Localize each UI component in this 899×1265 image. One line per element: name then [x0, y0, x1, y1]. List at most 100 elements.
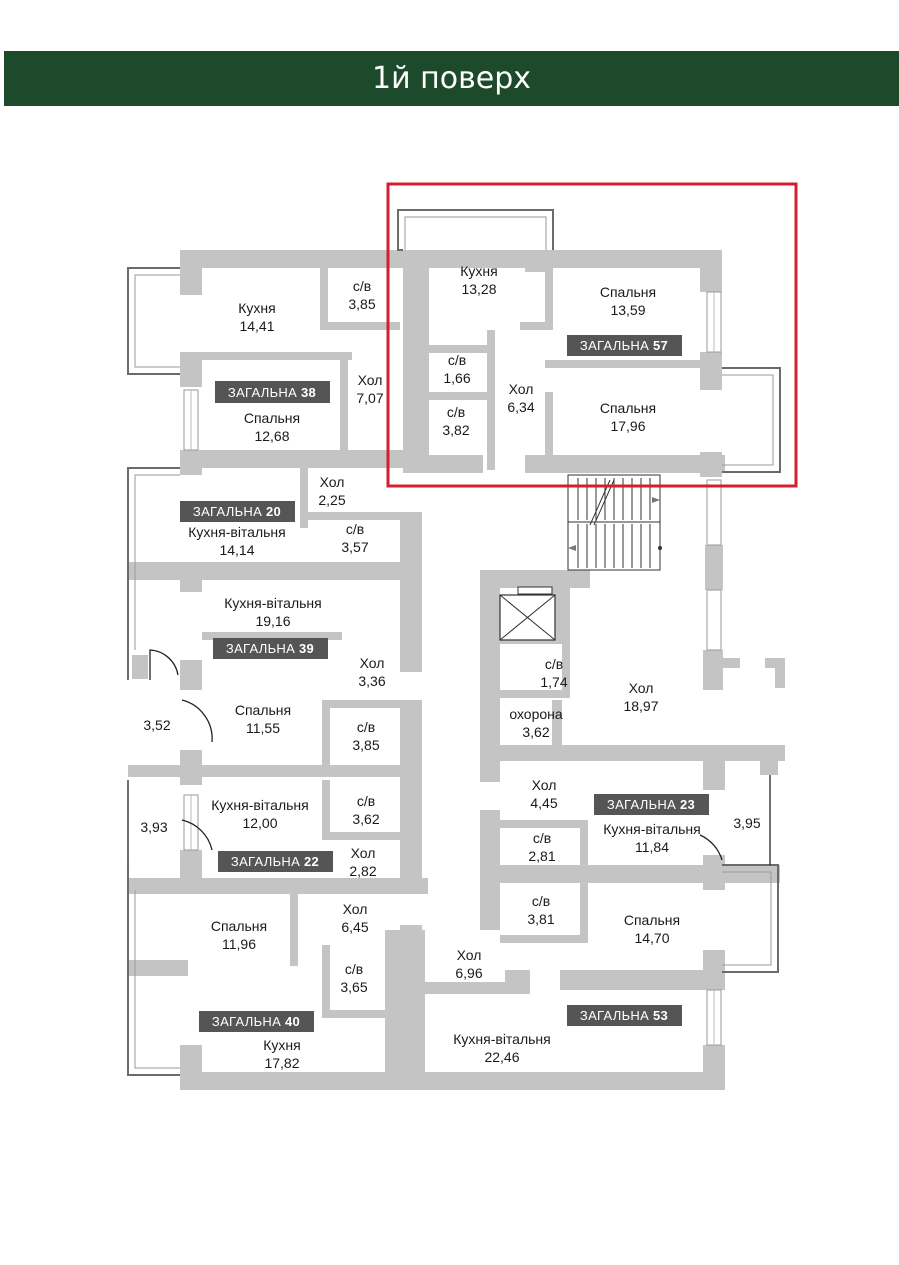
room-area: 14,14: [219, 542, 254, 558]
room-name: Хол: [343, 901, 368, 917]
balcony-railing: [134, 474, 180, 650]
wall: [525, 250, 545, 272]
room-name: Хол: [629, 680, 654, 696]
stair-arrow-icon: [568, 545, 576, 551]
room-area: 6,34: [507, 399, 534, 415]
room-name: Хол: [351, 845, 376, 861]
room-area: 6,45: [341, 919, 368, 935]
door-swing: [699, 834, 723, 861]
badge-text: ЗАГАЛЬНА 38: [228, 385, 316, 400]
room-area: 3,85: [348, 296, 375, 312]
wall: [132, 655, 148, 679]
wall: [545, 268, 553, 328]
room-area: 13,28: [461, 281, 496, 297]
room-area: 3,62: [522, 724, 549, 740]
wall: [703, 950, 725, 985]
wall: [322, 832, 422, 840]
wall: [705, 545, 723, 590]
wall: [500, 690, 570, 698]
wall: [180, 850, 202, 885]
badge-bg: [594, 794, 709, 815]
badge-40: ЗАГАЛЬНА 40: [199, 1011, 314, 1032]
wall: [403, 455, 483, 473]
wall: [180, 352, 202, 387]
wall: [703, 760, 725, 790]
badge-text: ЗАГАЛЬНА 57: [580, 338, 668, 353]
room-area: 1,74: [540, 674, 567, 690]
wall: [400, 512, 422, 672]
wall: [385, 930, 425, 1090]
door-swing: [181, 819, 213, 851]
badge-text: ЗАГАЛЬНА 39: [226, 641, 314, 656]
room-name: Хол: [457, 947, 482, 963]
badge-39: ЗАГАЛЬНА 39: [213, 638, 328, 659]
room-name: Спальня: [600, 284, 656, 300]
wall: [403, 250, 429, 472]
badge-text: ЗАГАЛЬНА 20: [193, 504, 281, 519]
balcony-railing: [127, 467, 180, 680]
room-area: 11,96: [222, 936, 256, 952]
room-name: Спальня: [235, 702, 291, 718]
wall: [202, 352, 352, 360]
wall: [322, 1010, 392, 1018]
wall: [422, 982, 530, 994]
stair-dot: [658, 546, 662, 550]
stair-arrow-icon: [652, 497, 660, 503]
doors: [132, 649, 723, 861]
badge-text: ЗАГАЛЬНА 53: [580, 1008, 668, 1023]
room-area: 17,82: [264, 1055, 299, 1071]
room-name: Кухня: [263, 1037, 300, 1053]
wall: [500, 935, 588, 943]
room-area: 19,16: [255, 613, 290, 629]
wall: [180, 660, 202, 690]
wall: [500, 865, 780, 883]
walls: [128, 250, 785, 1090]
wall: [525, 455, 725, 473]
room-name: Спальня: [624, 912, 680, 928]
wall: [552, 585, 570, 640]
wall: [720, 658, 740, 668]
room-name: Спальня: [244, 410, 300, 426]
room-area: 12,68: [254, 428, 289, 444]
wall: [703, 855, 725, 890]
room-area: 3,82: [442, 422, 469, 438]
wall: [202, 632, 342, 640]
wall: [700, 250, 722, 292]
wall: [545, 360, 720, 368]
badge-bg: [567, 335, 682, 356]
wall: [128, 878, 428, 894]
wall: [703, 650, 723, 690]
room-area: 17,96: [610, 418, 645, 434]
room-name: с/в: [357, 793, 375, 809]
room-area: 2,82: [349, 863, 376, 879]
room-area: 3,62: [352, 811, 379, 827]
room-area: 3,57: [341, 539, 368, 555]
balcony-railing: [722, 367, 781, 473]
balcony-railing: [134, 890, 180, 1069]
window: [706, 589, 722, 651]
wall: [180, 562, 202, 592]
balconies: [127, 209, 781, 1076]
wall: [322, 700, 422, 708]
staircase: [567, 474, 662, 571]
door-swing: [181, 699, 213, 743]
room-name: Кухня: [238, 300, 275, 316]
room-area: 3,65: [340, 979, 367, 995]
window: [706, 479, 722, 546]
room-name: с/в: [345, 961, 363, 977]
header-bar: 1й поверх: [4, 51, 899, 106]
room-name: с/в: [533, 830, 551, 846]
badge-bg: [180, 501, 295, 522]
wall: [562, 644, 570, 694]
room-name: Спальня: [600, 400, 656, 416]
wall: [180, 750, 202, 785]
badge-53: ЗАГАЛЬНА 53: [567, 1005, 682, 1026]
badge-bg: [218, 851, 333, 872]
room-name: с/в: [357, 719, 375, 735]
wall: [300, 512, 420, 520]
room-name: Хол: [320, 474, 345, 490]
wall: [545, 392, 553, 462]
balcony-railing: [134, 274, 180, 368]
wall: [480, 570, 500, 782]
